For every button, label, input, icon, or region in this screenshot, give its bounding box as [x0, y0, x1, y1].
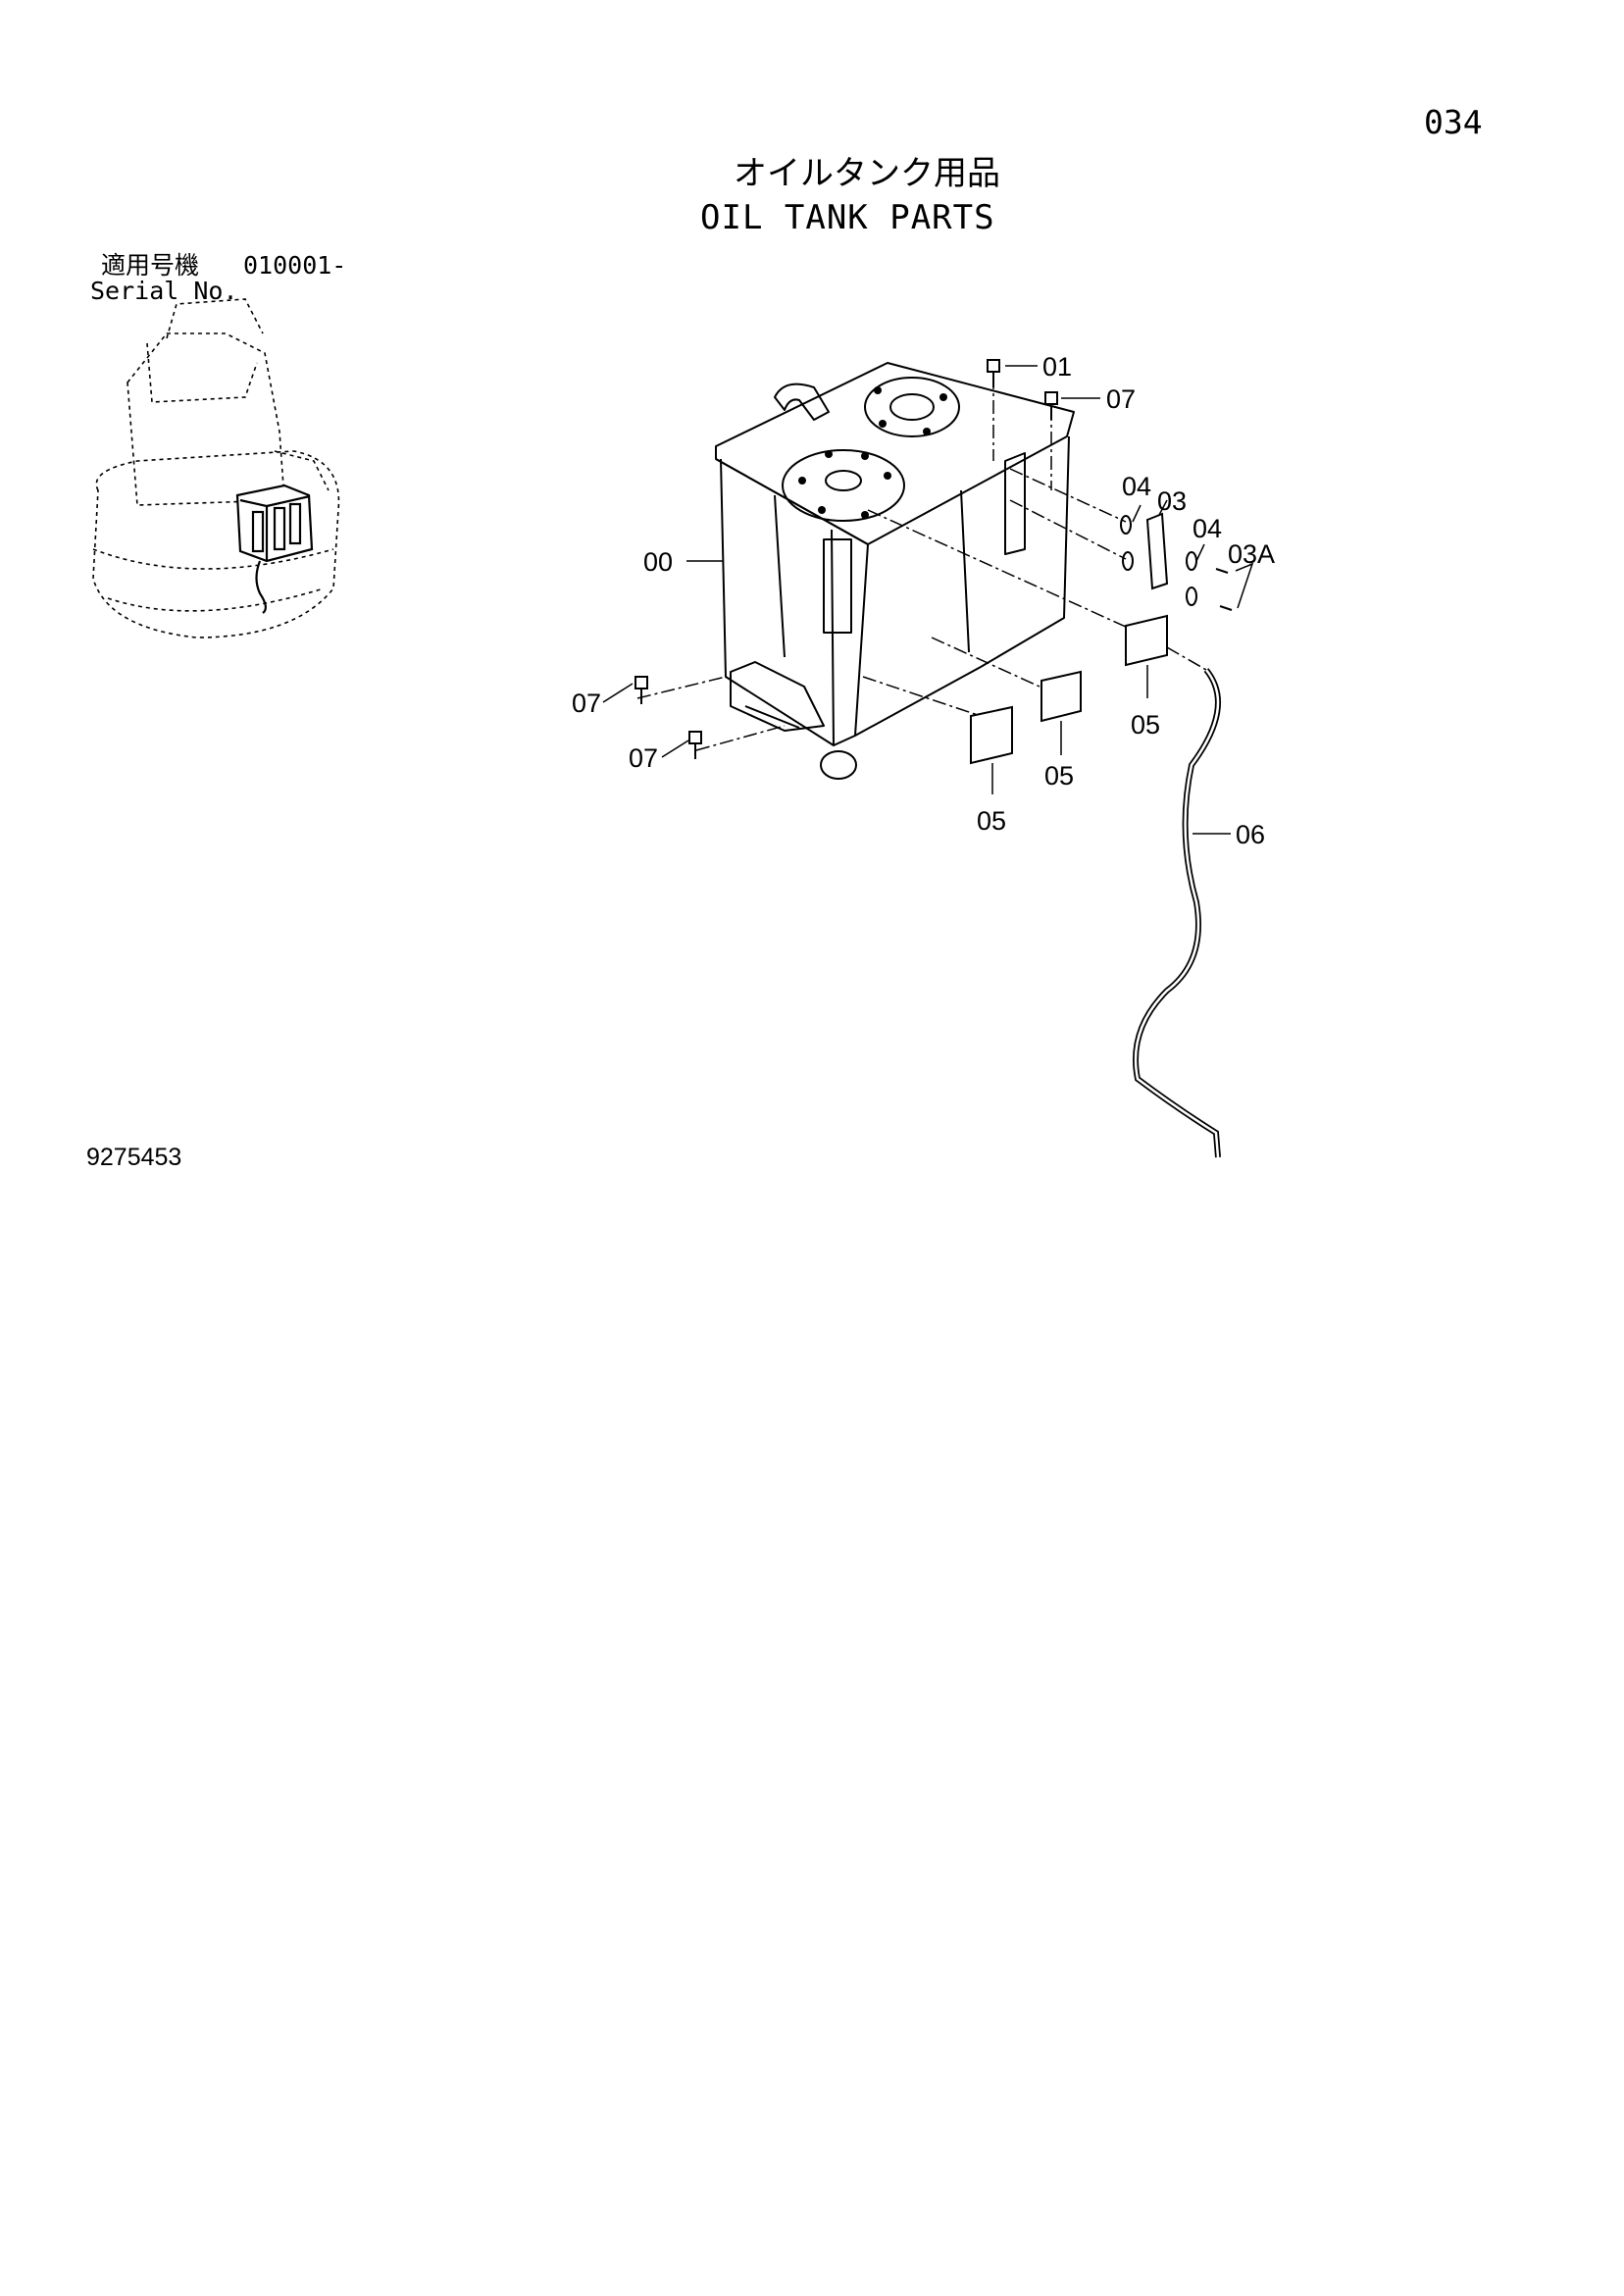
bolt-dots	[798, 386, 947, 519]
callout-leaders	[602, 365, 1254, 835]
assembly-leader-lines	[636, 376, 1129, 751]
callout-05-right: 05	[1131, 710, 1160, 740]
rubber-pads	[970, 614, 1168, 765]
callout-03: 03	[1157, 486, 1187, 516]
callout-07-bottom: 07	[629, 743, 658, 773]
drain-hose-inner	[1134, 669, 1220, 1158]
oil-tank-body	[715, 362, 1075, 780]
callout-07-top: 07	[1106, 384, 1136, 414]
callout-06: 06	[1236, 820, 1265, 849]
bolts	[634, 359, 1058, 759]
serial-label-english: Serial No.	[90, 277, 238, 305]
drain-hose	[1133, 668, 1221, 1158]
callout-labels: 01 07 04 03 04 03A 00 07 07 05 05 05 06	[572, 352, 1275, 849]
callout-05-left: 05	[977, 806, 1006, 836]
callout-05-middle: 05	[1044, 761, 1074, 791]
page-title-japanese: オイルタンク用品	[734, 154, 1000, 193]
highlighted-tank-thumbnail	[235, 484, 314, 614]
hose-leader	[1166, 646, 1207, 671]
machine-outline	[92, 298, 340, 638]
page-number: 034	[1424, 103, 1483, 141]
drawing-number: 9275453	[86, 1144, 182, 1171]
page-title-english: OIL TANK PARTS	[700, 198, 995, 237]
serial-range: 010001-	[243, 251, 347, 280]
callout-07-left: 07	[572, 689, 601, 718]
serial-label-japanese: 適用号機	[101, 251, 200, 280]
callout-00: 00	[643, 547, 673, 577]
callout-04-left: 04	[1122, 472, 1151, 501]
level-gauge-parts	[1120, 512, 1233, 611]
callout-03a: 03A	[1228, 539, 1275, 569]
callout-04-right: 04	[1193, 514, 1222, 543]
callout-01: 01	[1042, 352, 1072, 382]
